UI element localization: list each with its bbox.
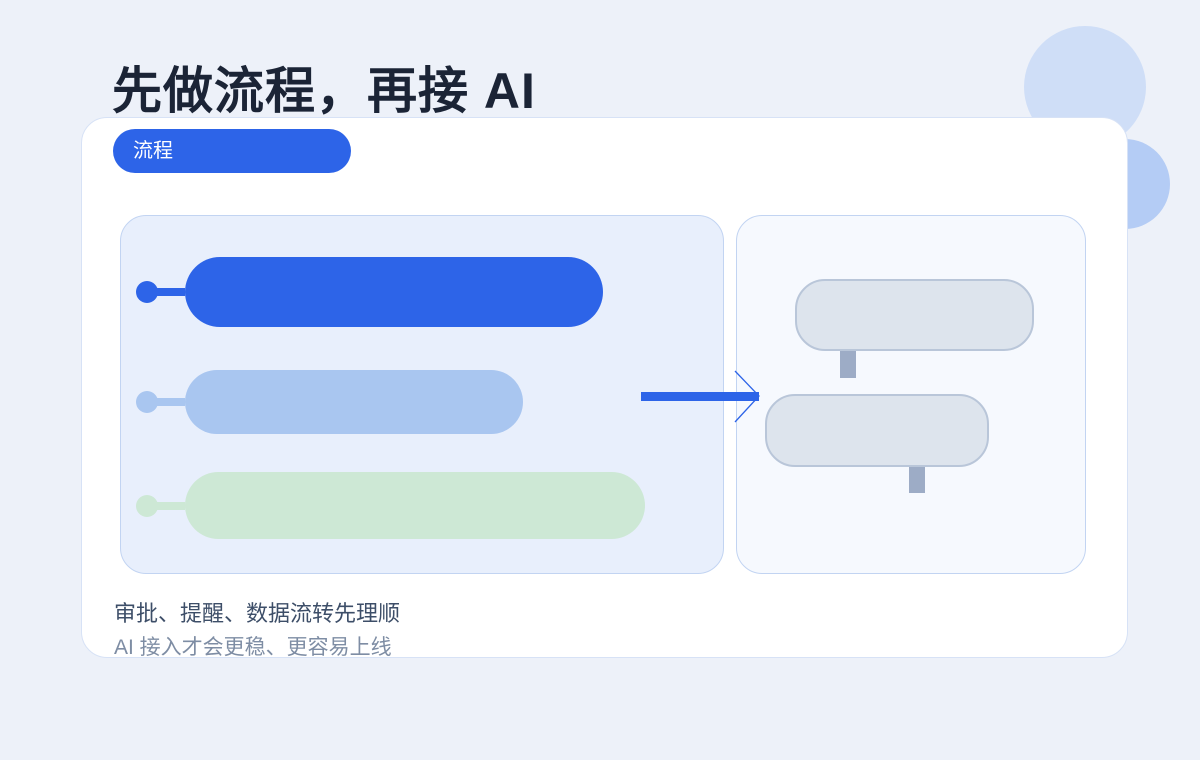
flow-node-dot xyxy=(136,281,158,303)
caption-secondary: AI 接入才会更稳、更容易上线 xyxy=(114,636,392,659)
arrow-chevron-icon xyxy=(734,370,760,423)
flow-node-dot xyxy=(136,494,158,517)
flow-row-approval xyxy=(136,257,603,327)
process-badge: 流程 xyxy=(113,129,351,173)
ai-node-top xyxy=(795,279,1034,351)
caption-primary: 审批、提醒、数据流转先理顺 xyxy=(114,601,401,626)
flow-step-pill-green xyxy=(185,472,645,539)
flow-step-pill-blue xyxy=(185,257,603,327)
flow-row-reminder xyxy=(136,370,523,434)
content-card: 流程 xyxy=(81,117,1128,659)
ai-node-top-stem xyxy=(840,351,856,378)
flow-connector-line xyxy=(156,398,185,406)
page-title: 先做流程，再接 AI xyxy=(112,62,536,119)
ai-panel xyxy=(736,215,1086,574)
flow-node-dot xyxy=(136,391,158,413)
process-panel xyxy=(120,215,724,574)
flow-step-pill-lightblue xyxy=(185,370,523,434)
ai-node-bottom-stem xyxy=(909,467,925,493)
flow-connector-line xyxy=(156,288,185,296)
ai-node-bottom xyxy=(765,394,989,467)
arrow-right-icon xyxy=(641,392,759,401)
flow-connector-line xyxy=(156,501,185,510)
flow-row-dataflow xyxy=(136,472,645,539)
